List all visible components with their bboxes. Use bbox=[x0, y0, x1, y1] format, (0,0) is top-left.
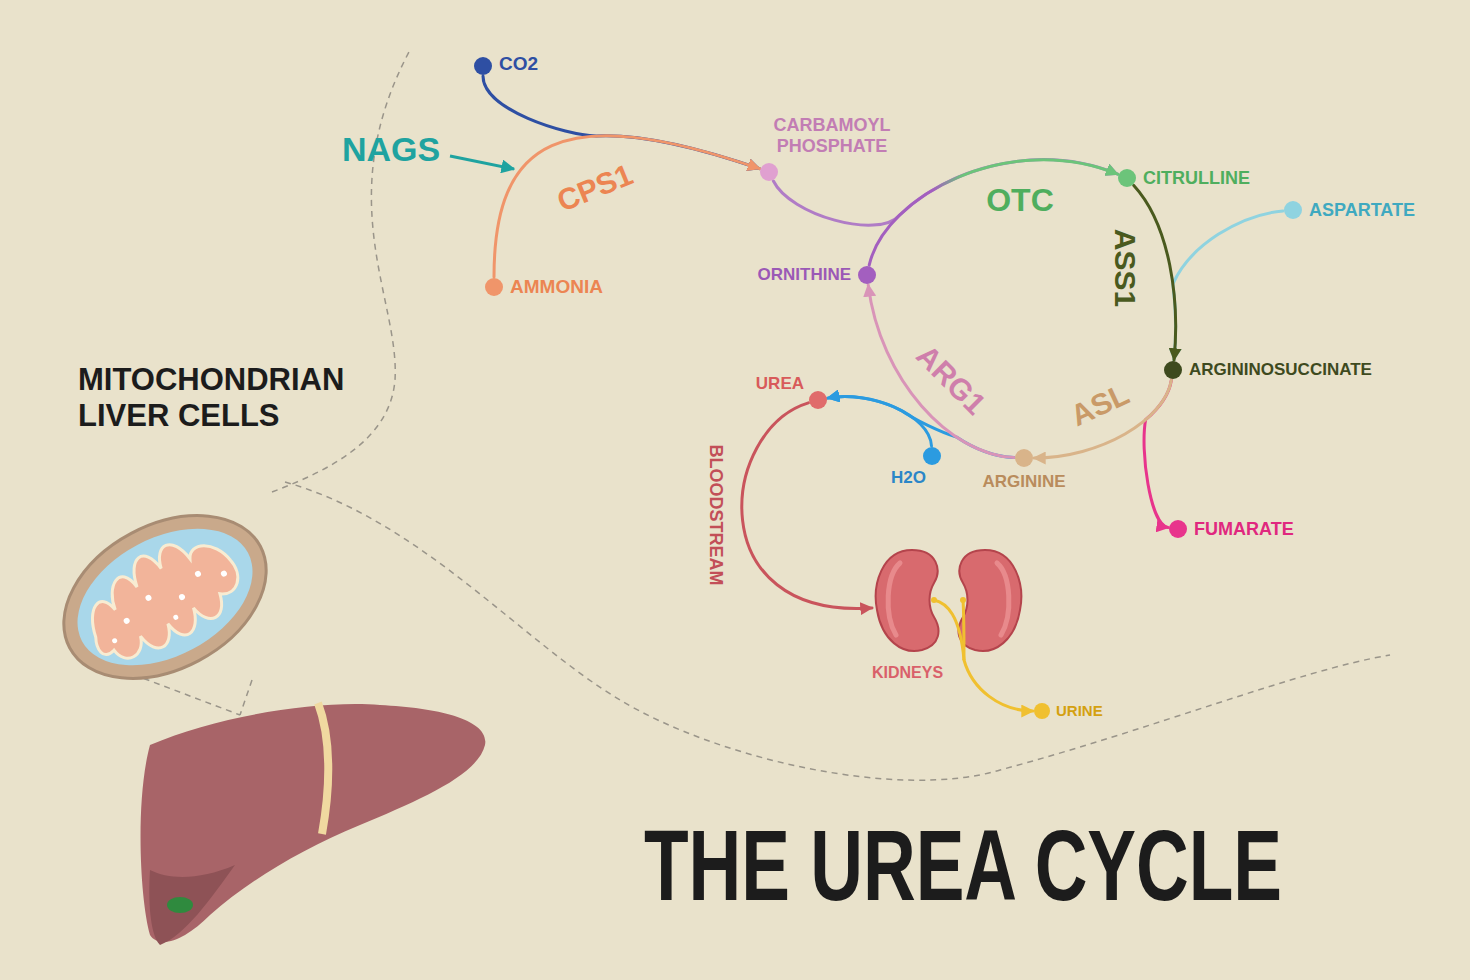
hilum-dot bbox=[960, 597, 966, 603]
metabolite-label: CITRULLINE bbox=[1143, 168, 1250, 189]
mito-granule bbox=[172, 614, 179, 621]
mito-matrix bbox=[70, 520, 253, 675]
metabolite-label: CARBAMOYL PHOSPHATE bbox=[767, 115, 897, 156]
reaction-arrow bbox=[742, 403, 872, 609]
liver-ligament bbox=[318, 703, 328, 834]
enzyme-activator: NAGS bbox=[342, 130, 440, 169]
enzyme-label: ASS1 bbox=[1110, 229, 1140, 307]
liver bbox=[141, 703, 486, 945]
ureter bbox=[934, 600, 964, 660]
metabolite-label: ORNITHINE bbox=[758, 265, 852, 285]
enzyme-label: BLOODSTREAM bbox=[707, 445, 725, 586]
ureter bbox=[963, 600, 964, 660]
metabolite-dot: CITRULLINE bbox=[1118, 169, 1136, 187]
reaction-arrow bbox=[1144, 380, 1171, 528]
mito-granule bbox=[178, 593, 186, 601]
mito-inner bbox=[54, 501, 275, 693]
hilum-dot bbox=[931, 597, 937, 603]
mito-outer bbox=[36, 483, 294, 712]
metabolite-dot: CO2 bbox=[474, 57, 492, 75]
organ-label: KIDNEYS bbox=[872, 664, 943, 682]
mitochondrion bbox=[36, 483, 294, 712]
reaction-arrow bbox=[964, 660, 1033, 711]
mito-granule bbox=[194, 570, 202, 578]
enzyme-label: OTC bbox=[986, 184, 1054, 216]
metabolite-dot: ARGININE bbox=[1015, 449, 1033, 467]
metabolite-dot: FUMARATE bbox=[1169, 520, 1187, 538]
metabolite-label: ARGININOSUCCINATE bbox=[1189, 360, 1372, 380]
reaction-arrow bbox=[869, 160, 1117, 265]
kidney-mirrored bbox=[959, 550, 1022, 651]
organ-node: KIDNEYS bbox=[872, 545, 1024, 660]
metabolite-dot: URINE bbox=[1034, 703, 1050, 719]
metabolite-label: ASPARTATE bbox=[1309, 200, 1415, 221]
gallbladder bbox=[167, 897, 193, 913]
metabolite-dot: ARGININOSUCCINATE bbox=[1164, 361, 1182, 379]
metabolite-dot: H2O bbox=[923, 447, 941, 465]
kidneys-illustration bbox=[872, 545, 1025, 661]
metabolite-label: AMMONIA bbox=[510, 276, 603, 298]
reaction-arrow bbox=[868, 285, 1014, 458]
metabolite-label: CO2 bbox=[499, 53, 538, 75]
liver-lobe bbox=[141, 704, 486, 942]
region-caption: MITOCHONDRIAN LIVER CELLS bbox=[78, 362, 398, 433]
mito-granule bbox=[144, 594, 152, 602]
zoom-line bbox=[240, 680, 252, 715]
metabolite-label: H2O bbox=[891, 468, 926, 488]
metabolite-dot: ORNITHINE bbox=[858, 266, 876, 284]
metabolite-label: UREA bbox=[756, 374, 804, 394]
activator-arrow bbox=[450, 156, 514, 169]
kidney bbox=[876, 550, 939, 651]
mito-granule bbox=[220, 570, 228, 578]
enzyme-label: ASL bbox=[1066, 379, 1133, 432]
reaction-arrow bbox=[773, 160, 1117, 225]
kidney-highlight bbox=[997, 563, 1009, 635]
kidney-highlight bbox=[888, 563, 900, 635]
reaction-arrow bbox=[1134, 185, 1176, 360]
diagram-title: THE UREA CYCLE bbox=[644, 815, 1282, 915]
mito-granule bbox=[123, 617, 131, 625]
metabolite-label: ARGININE bbox=[982, 472, 1065, 492]
zoom-line bbox=[272, 50, 410, 492]
reaction-arrow bbox=[1173, 211, 1283, 360]
metabolite-label: URINE bbox=[1056, 702, 1103, 719]
reaction-arrow bbox=[828, 397, 932, 446]
metabolite-dot: AMMONIA bbox=[485, 278, 503, 296]
reaction-arrow bbox=[494, 136, 760, 277]
enzyme-label: CPS1 bbox=[553, 159, 637, 216]
mito-granule bbox=[111, 637, 118, 644]
metabolite-dot: ASPARTATE bbox=[1284, 201, 1302, 219]
liver-shade bbox=[149, 865, 235, 945]
metabolite-label: FUMARATE bbox=[1194, 519, 1294, 540]
metabolite-dot: CARBAMOYL PHOSPHATE bbox=[760, 163, 778, 181]
kidney bbox=[959, 550, 1022, 651]
metabolite-dot: UREA bbox=[809, 391, 827, 409]
